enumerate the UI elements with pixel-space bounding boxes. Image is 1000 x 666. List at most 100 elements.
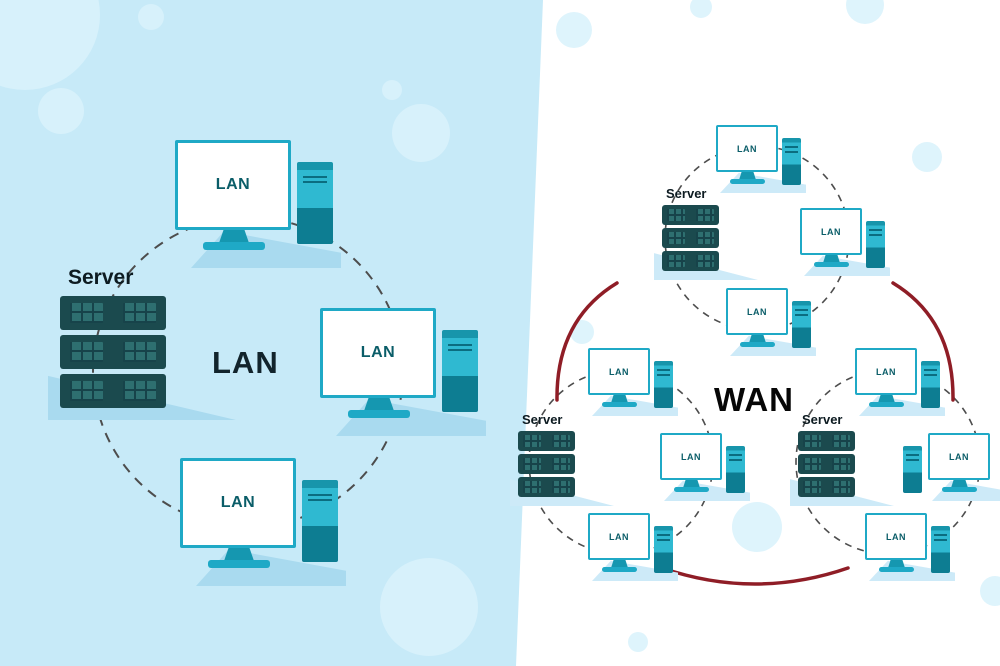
- wan-computer: LAN: [588, 513, 678, 581]
- computer-tower-icon: [654, 526, 673, 573]
- monitor-stand: [611, 560, 628, 568]
- monitor-label: LAN: [737, 143, 757, 154]
- server-vent-icon: [551, 435, 570, 447]
- decor-circle: [628, 632, 648, 652]
- server-vent-icon: [803, 458, 822, 470]
- server-vent-icon: [70, 342, 103, 362]
- decor-circle: [690, 0, 712, 18]
- monitor-stand: [224, 548, 254, 561]
- monitor-screen: LAN: [660, 433, 722, 480]
- monitor-base: [740, 342, 775, 347]
- lan-computer: LAN: [180, 458, 346, 590]
- server-vent-icon: [523, 435, 542, 447]
- server-unit: [60, 296, 166, 330]
- monitor-screen: LAN: [928, 433, 990, 480]
- wan-link-right: [891, 281, 955, 402]
- computer-tower-icon: [866, 221, 885, 268]
- wan-computer: LAN: [865, 513, 955, 581]
- monitor-screen: LAN: [865, 513, 927, 560]
- monitor-stand: [364, 398, 394, 411]
- monitor-screen: LAN: [320, 308, 436, 398]
- wan-server: Server: [654, 186, 758, 280]
- monitor-base: [730, 179, 765, 184]
- monitor-label: LAN: [821, 226, 841, 237]
- monitor-stand: [219, 230, 249, 243]
- decor-circle: [382, 80, 402, 100]
- server-unit: [798, 454, 855, 474]
- monitor-base: [674, 487, 709, 492]
- server-vent-icon: [803, 435, 822, 447]
- monitor-label: LAN: [220, 494, 256, 511]
- server-vent-icon: [70, 303, 103, 323]
- wan-server: Server: [790, 412, 894, 506]
- wan-computer: LAN: [660, 433, 750, 501]
- monitor-base: [602, 567, 637, 572]
- server-vent-icon: [551, 458, 570, 470]
- monitor-stand: [749, 335, 766, 343]
- monitor-label: LAN: [215, 176, 251, 193]
- server-vent-icon: [803, 481, 822, 493]
- computer-tower-icon: [782, 138, 801, 185]
- monitor-stand: [878, 395, 895, 403]
- server-unit: [798, 477, 855, 497]
- server-unit: [798, 431, 855, 451]
- server-label: Server: [68, 266, 134, 289]
- monitor-base: [203, 242, 265, 250]
- lan-computer: LAN: [320, 308, 486, 440]
- server-vent-icon: [831, 458, 850, 470]
- wan-link-bottom: [660, 566, 850, 586]
- server-vent-icon: [831, 481, 850, 493]
- lan-computer: LAN: [175, 140, 341, 272]
- server-vent-icon: [523, 481, 542, 493]
- server-label: Server: [522, 412, 563, 427]
- server-vent-icon: [695, 232, 714, 244]
- monitor-base: [602, 402, 637, 407]
- decor-circle: [732, 502, 782, 552]
- computer-tower-icon: [302, 480, 338, 562]
- wan-server: Server: [510, 412, 614, 506]
- monitor-label: LAN: [886, 531, 906, 542]
- server-rack: [60, 296, 166, 408]
- server-unit: [518, 477, 575, 497]
- computer-tower-icon: [726, 446, 745, 493]
- monitor-screen: LAN: [726, 288, 788, 335]
- lan-server: Server: [48, 266, 236, 420]
- monitor-screen: LAN: [588, 348, 650, 395]
- monitor-label: LAN: [747, 306, 767, 317]
- monitor-stand: [823, 255, 840, 263]
- server-rack: [798, 431, 855, 497]
- monitor-base: [208, 560, 270, 568]
- server-unit: [662, 251, 719, 271]
- server-vent-icon: [551, 481, 570, 493]
- monitor-screen: LAN: [180, 458, 296, 548]
- wan-computer: LAN: [716, 125, 806, 193]
- monitor-base: [348, 410, 410, 418]
- server-rack: [518, 431, 575, 497]
- monitor-screen: LAN: [716, 125, 778, 172]
- computer-tower-icon: [931, 526, 950, 573]
- computer-tower-icon: [654, 361, 673, 408]
- decor-circle: [138, 4, 164, 30]
- server-vent-icon: [70, 381, 103, 401]
- monitor-screen: LAN: [588, 513, 650, 560]
- monitor-label: LAN: [360, 344, 396, 361]
- server-unit: [518, 454, 575, 474]
- monitor-stand: [951, 480, 968, 488]
- computer-tower-icon: [903, 446, 922, 493]
- server-vent-icon: [523, 458, 542, 470]
- server-unit: [60, 335, 166, 369]
- wan-computer: LAN: [800, 208, 890, 276]
- decor-circle: [380, 558, 478, 656]
- monitor-label: LAN: [681, 451, 701, 462]
- server-rack: [662, 205, 719, 271]
- monitor-base: [942, 487, 977, 492]
- server-vent-icon: [667, 255, 686, 267]
- decor-circle: [38, 88, 84, 134]
- monitor-base: [869, 402, 904, 407]
- decor-circle: [556, 12, 592, 48]
- server-unit: [518, 431, 575, 451]
- wan-computer: LAN: [726, 288, 816, 356]
- server-vent-icon: [123, 381, 156, 401]
- wan-computer: LAN: [855, 348, 945, 416]
- decor-circle: [980, 576, 1000, 606]
